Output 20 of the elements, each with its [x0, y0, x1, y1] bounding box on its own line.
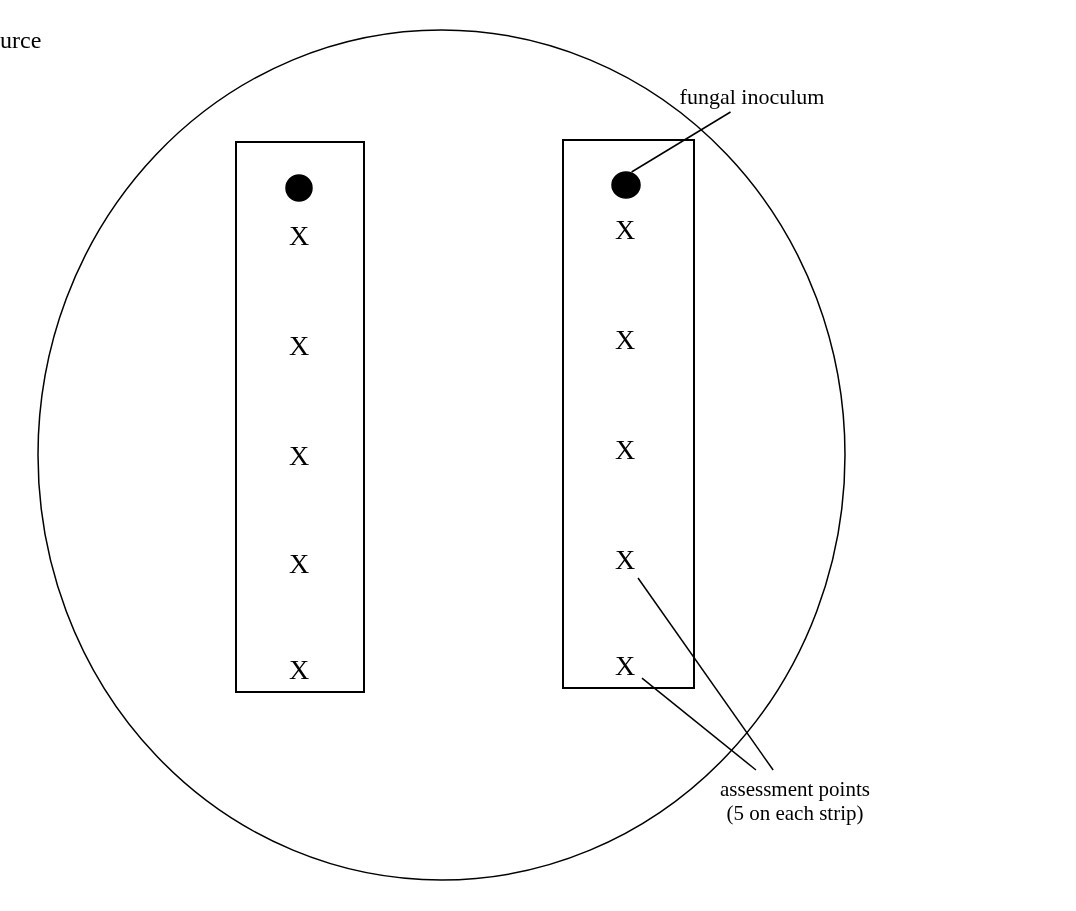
- assessment-mark: X: [613, 212, 637, 247]
- assessment-mark: X: [613, 542, 637, 577]
- assessment-mark: X: [613, 432, 637, 467]
- strip-rectangle: [563, 140, 694, 688]
- assessment-mark: X: [613, 648, 637, 683]
- cut-off-text: urce: [0, 28, 42, 52]
- leader-line: [637, 577, 774, 771]
- inoculum-dot: [612, 172, 640, 198]
- callout-text: fungal inoculum: [678, 83, 826, 112]
- strip-rectangle: [236, 142, 364, 692]
- inoculum-dot: [286, 175, 312, 201]
- assessment-mark: X: [287, 218, 311, 253]
- assessment-mark: X: [287, 546, 311, 581]
- assessment-mark: X: [613, 322, 637, 357]
- assessment-mark: X: [287, 328, 311, 363]
- leader-line: [630, 111, 732, 173]
- callout-text: assessment points (5 on each strip): [720, 775, 870, 827]
- assessment-mark: X: [287, 438, 311, 473]
- assessment-mark: X: [287, 652, 311, 687]
- leader-line: [641, 677, 757, 771]
